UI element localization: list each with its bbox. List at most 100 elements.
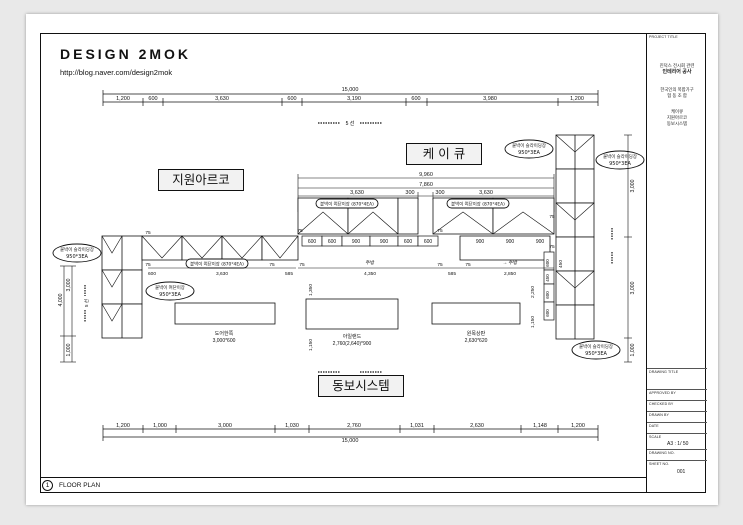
booth-label-kq: 케 이 큐 bbox=[406, 143, 482, 165]
dim-top-6: 600 bbox=[411, 96, 420, 102]
footer-number: 1 bbox=[42, 480, 53, 491]
tag-3-shape bbox=[595, 150, 645, 170]
dim-left-upper: 3,000 bbox=[66, 278, 72, 291]
table-1-size: 3,000*600 bbox=[213, 338, 236, 344]
tb-project-line-2: 인테리어 공사 bbox=[662, 69, 692, 75]
table-1-name: 도어한쪽 bbox=[215, 330, 234, 337]
pill-3-text: 붙박이 여닫이장 (870*4EA) bbox=[190, 261, 244, 268]
side-counter-4: 600 bbox=[545, 309, 550, 317]
tb-date-label: DATE bbox=[649, 424, 659, 428]
dim-top-total: 15,000 bbox=[342, 87, 359, 93]
module-top-left-2 bbox=[181, 235, 223, 261]
tag-5-value: 950*3EA bbox=[585, 351, 607, 357]
dim-bottom-3: 3,000 bbox=[218, 423, 232, 429]
module-mid-3 bbox=[397, 197, 419, 235]
small-dims: 75 75 75 75 75 75 75 75 75 75 585 585 4,… bbox=[145, 214, 555, 277]
side-counters bbox=[543, 251, 555, 321]
tb-exhibitor-3: 동보시스템 bbox=[666, 121, 688, 126]
dim-top-3: 3,630 bbox=[215, 96, 229, 102]
d1150b: 1,150 bbox=[530, 316, 536, 328]
d1350: 1,350 bbox=[308, 284, 314, 296]
tb-checked-label: CHECKED BY bbox=[649, 402, 674, 406]
tag-3-value: 950*3EA bbox=[609, 161, 631, 167]
tb-client-line-1: 한국인의 복합가구 bbox=[660, 87, 694, 92]
left-dimension-chain bbox=[60, 265, 76, 363]
aisle-label: 주방 bbox=[366, 259, 375, 266]
d75-3: 75 bbox=[269, 262, 275, 268]
counter-5: 600 bbox=[404, 239, 413, 245]
tag-3-title: 붙박이 슬라이딩장 bbox=[603, 153, 637, 160]
table-1 bbox=[174, 302, 276, 325]
table-3-size: 2,630*620 bbox=[465, 338, 488, 344]
d585-b: 585 bbox=[448, 271, 456, 277]
tag-4-value: 950*3EA bbox=[159, 292, 181, 298]
tb-project-title-label: PROJECT TITLE bbox=[649, 35, 678, 39]
tag-4-shape bbox=[145, 281, 195, 301]
module-top-left-4 bbox=[261, 235, 299, 261]
pill-1-shape bbox=[315, 198, 379, 209]
d1150: 1,150 bbox=[308, 339, 314, 351]
d600: 600 bbox=[148, 271, 156, 277]
dim-bottom-2: 1,000 bbox=[153, 423, 167, 429]
axis-marker-top: 5 선 bbox=[318, 120, 382, 127]
counter-2: 600 bbox=[328, 239, 337, 245]
footer-label: FLOOR PLAN bbox=[59, 482, 101, 489]
pill-2-text: 붙박이 여닫이장 (870*4EA) bbox=[451, 201, 505, 208]
tb-scale-value: A3 : 1/ 50 bbox=[667, 441, 689, 447]
dim-bottom-9: 1,200 bbox=[571, 423, 585, 429]
counter-r1: 900 bbox=[476, 239, 485, 245]
tag-ellipses bbox=[52, 139, 645, 360]
d2250: 2,250 bbox=[530, 286, 536, 298]
dim-bottom-1: 1,200 bbox=[116, 423, 130, 429]
d75-9: 75 bbox=[549, 244, 555, 250]
dim-left-lower: 1,000 bbox=[66, 343, 72, 356]
dim-left-total: 4,000 bbox=[58, 293, 64, 306]
d75-5: 75 bbox=[297, 228, 303, 234]
tb-approved-label: APPROVED BY bbox=[649, 391, 676, 395]
counter-3: 900 bbox=[352, 239, 361, 245]
module-top-left-1 bbox=[141, 235, 183, 261]
table-2 bbox=[305, 298, 399, 330]
footer-divider bbox=[40, 477, 646, 478]
door-swings bbox=[101, 134, 595, 322]
tag-1-value: 950*3EA bbox=[66, 254, 88, 260]
tag-4-title: 붙박이 여닫이장 bbox=[155, 284, 185, 291]
axis-label-top: 5 선 bbox=[346, 120, 355, 127]
top-dimension-chain bbox=[102, 90, 599, 106]
tb-project-line-1: 진덕스 전시회 관련 bbox=[659, 63, 695, 68]
d2850: 2,850 bbox=[504, 271, 516, 277]
tag-1-shape bbox=[52, 243, 102, 263]
d75-4: 75 bbox=[299, 262, 305, 268]
d450: 450 bbox=[558, 260, 564, 268]
dim-top-8: 1,200 bbox=[570, 96, 584, 102]
d4350: 4,350 bbox=[364, 271, 376, 277]
dim-bottom-total: 15,000 bbox=[342, 438, 359, 444]
tables bbox=[174, 298, 521, 330]
tag-2-value: 950*3EA bbox=[518, 150, 540, 156]
counter-4: 900 bbox=[380, 239, 389, 245]
booth-label-jiwon: 지원아르코 bbox=[158, 169, 244, 191]
tb-client-line-2: 협 동 조 합 bbox=[667, 93, 687, 98]
table-2-name: 아일랜드 bbox=[343, 333, 362, 340]
dim-9960: 9,960 bbox=[419, 172, 433, 178]
d75-6: 75 bbox=[437, 228, 443, 234]
d75-7: 75 bbox=[437, 262, 443, 268]
dim-3630a: 3,630 bbox=[350, 190, 364, 196]
tb-drawing-title-label: DRAWING TITLE bbox=[649, 370, 679, 374]
dim-bottom-7: 2,630 bbox=[470, 423, 484, 429]
tb-sheet-no-value: 001 bbox=[677, 469, 686, 475]
module-top-left-3 bbox=[221, 235, 263, 261]
dim-top-4: 600 bbox=[287, 96, 296, 102]
tag-2-title: 붙박이 슬라이딩장 bbox=[512, 142, 546, 149]
d3630c: 3,630 bbox=[216, 271, 228, 277]
tb-drawing-no-label: DRAWING NO. bbox=[649, 451, 675, 455]
axis-label-left: 5 선 bbox=[83, 299, 89, 307]
d75-10: 75 bbox=[549, 214, 555, 220]
brand-title: DESIGN 2MOK bbox=[60, 46, 192, 62]
tb-drawn-label: DRAWN BY bbox=[649, 413, 670, 417]
table-3 bbox=[431, 302, 521, 325]
counter-1: 600 bbox=[308, 239, 317, 245]
right-dimension-chain bbox=[624, 134, 632, 363]
dim-top-1: 1,200 bbox=[116, 96, 130, 102]
